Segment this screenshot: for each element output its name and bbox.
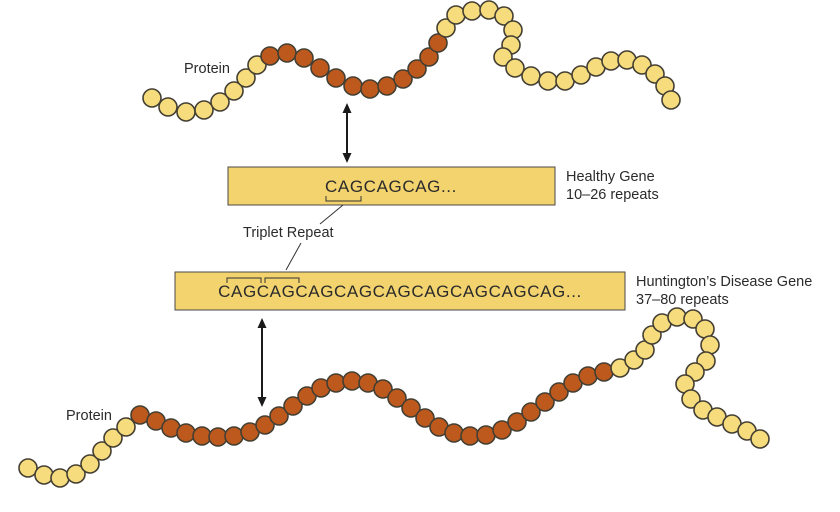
amino-acid-bead-yellow: [493, 47, 513, 67]
amino-acid-bead-orange: [326, 68, 346, 88]
amino-acid-bead-orange: [260, 46, 280, 66]
amino-acid-bead-orange: [594, 362, 614, 382]
amino-acid-bead-orange: [521, 402, 541, 422]
amino-acid-bead-yellow: [681, 389, 701, 409]
triplet-connector-bottom: [285, 242, 302, 271]
amino-acid-bead-orange: [342, 371, 362, 391]
amino-acid-bead-orange: [415, 408, 435, 428]
amino-acid-bead-orange: [377, 76, 397, 96]
amino-acid-bead-yellow: [18, 458, 38, 478]
amino-acid-bead-yellow: [700, 335, 720, 355]
healthy-gene-name: Healthy Gene: [566, 169, 655, 185]
amino-acid-bead-orange: [277, 43, 297, 63]
triplet-connector-top: [319, 204, 344, 225]
amino-acid-bead-yellow: [34, 465, 54, 485]
amino-acid-bead-orange: [224, 426, 244, 446]
amino-acid-bead-yellow: [446, 5, 466, 25]
amino-acid-bead-orange: [326, 373, 346, 393]
arrowhead-down-icon: [342, 153, 352, 163]
amino-acid-bead-orange: [393, 69, 413, 89]
triplet-repeat-label: Triplet Repeat: [243, 225, 334, 241]
double-arrow-top: [342, 103, 352, 163]
amino-acid-bead-yellow: [92, 441, 112, 461]
amino-acid-bead-yellow: [521, 66, 541, 86]
amino-acid-bead-orange: [360, 79, 380, 99]
amino-acid-bead-yellow: [750, 429, 770, 449]
amino-acid-bead-yellow: [224, 81, 244, 101]
amino-acid-bead-orange: [492, 420, 512, 440]
arrowhead-up-icon: [257, 318, 267, 328]
healthy-gene-sequence: CAGCAGCAG...: [325, 177, 457, 196]
amino-acid-bead-orange: [269, 406, 289, 426]
arrowhead-down-icon: [257, 397, 267, 407]
amino-acid-bead-yellow: [667, 307, 687, 327]
protein-chain-top: [142, 0, 681, 122]
hd-gene-name: Huntington’s Disease Gene: [636, 274, 812, 290]
triplet-bracket-hd-1: [226, 277, 262, 283]
amino-acid-bead-orange: [176, 423, 196, 443]
amino-acid-bead-yellow: [176, 102, 196, 122]
amino-acid-bead-orange: [373, 379, 393, 399]
amino-acid-bead-orange: [255, 415, 275, 435]
amino-acid-bead-orange: [578, 366, 598, 386]
amino-acid-bead-yellow: [505, 58, 525, 78]
double-arrow-bottom: [257, 318, 267, 407]
amino-acid-bead-yellow: [50, 468, 70, 488]
amino-acid-bead-orange: [549, 382, 569, 402]
amino-acid-bead-yellow: [538, 71, 558, 91]
amino-acid-bead-orange: [294, 48, 314, 68]
amino-acid-bead-yellow: [236, 68, 256, 88]
amino-acid-bead-orange: [428, 33, 448, 53]
amino-acid-bead-orange: [401, 398, 421, 418]
amino-acid-bead-yellow: [436, 18, 456, 38]
triplet-bracket-healthy: [325, 196, 362, 202]
amino-acid-bead-yellow: [80, 454, 100, 474]
amino-acid-bead-orange: [407, 59, 427, 79]
hd-gene-sequence: CAGCAGCAGCAGCAGCAGCAGCAGCAG...: [218, 282, 582, 301]
amino-acid-bead-orange: [444, 423, 464, 443]
protein-label-bottom: Protein: [66, 408, 112, 424]
triplet-bracket-hd-2: [264, 277, 300, 283]
amino-acid-bead-yellow: [661, 90, 681, 110]
healthy-gene-repeats: 10–26 repeats: [566, 187, 659, 203]
amino-acid-bead-yellow: [158, 97, 178, 117]
amino-acid-bead-orange: [387, 388, 407, 408]
healthy-gene-box: [227, 166, 556, 206]
amino-acid-bead-yellow: [66, 464, 86, 484]
amino-acid-bead-yellow: [116, 417, 136, 437]
amino-acid-bead-orange: [283, 396, 303, 416]
amino-acid-bead-orange: [343, 76, 363, 96]
amino-acid-bead-yellow: [103, 428, 123, 448]
amino-acid-bead-yellow: [571, 65, 591, 85]
protein-label-top: Protein: [184, 61, 230, 77]
amino-acid-bead-orange: [419, 47, 439, 67]
amino-acid-bead-yellow: [494, 6, 514, 26]
arrowhead-up-icon: [342, 103, 352, 113]
amino-acid-bead-orange: [507, 412, 527, 432]
amino-acid-bead-yellow: [142, 88, 162, 108]
amino-acid-bead-yellow: [194, 100, 214, 120]
amino-acid-bead-yellow: [462, 1, 482, 21]
amino-acid-bead-orange: [535, 392, 555, 412]
amino-acid-bead-orange: [310, 58, 330, 78]
amino-acid-bead-yellow: [210, 92, 230, 112]
protein-chain-bottom: [18, 307, 770, 488]
hd-gene-repeats: 37–80 repeats: [636, 292, 729, 308]
